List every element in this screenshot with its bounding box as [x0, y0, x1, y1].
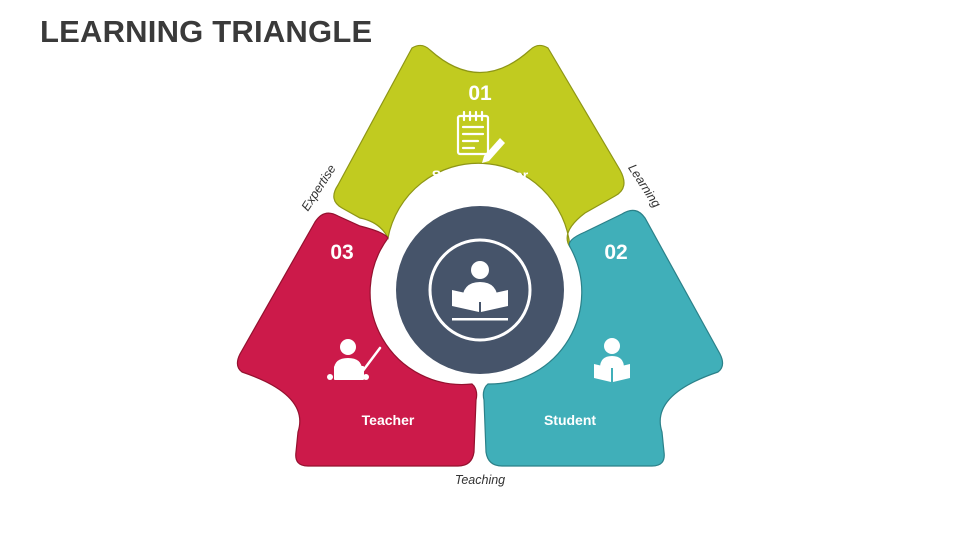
segment-number: 01 — [468, 82, 492, 105]
notepad-pencil-icon — [456, 110, 505, 163]
segment-label: Subject Matter — [432, 167, 529, 183]
segment-number: 03 — [330, 241, 353, 264]
edge-label-teaching: Teaching — [455, 473, 505, 487]
segment-label: Teacher — [362, 412, 415, 428]
reading-person-icon — [452, 261, 508, 321]
segment-number: 02 — [604, 241, 627, 264]
segment-teacher-shape — [236, 212, 478, 467]
edge-label-expertise: Expertise — [299, 162, 339, 213]
segment-label: Student — [544, 412, 596, 428]
student-reading-icon — [594, 338, 630, 382]
edge-label-learning: Learning — [625, 162, 663, 210]
segment-teacher[interactable]: 03 Teacher — [236, 212, 478, 467]
segment-student[interactable]: 02 Student — [482, 209, 724, 467]
center-ring — [428, 238, 532, 342]
page-title: LEARNING TRIANGLE — [40, 14, 373, 49]
center-hub[interactable] — [396, 206, 564, 374]
segment-student-shape — [482, 209, 724, 467]
teacher-pointer-icon — [327, 339, 382, 380]
